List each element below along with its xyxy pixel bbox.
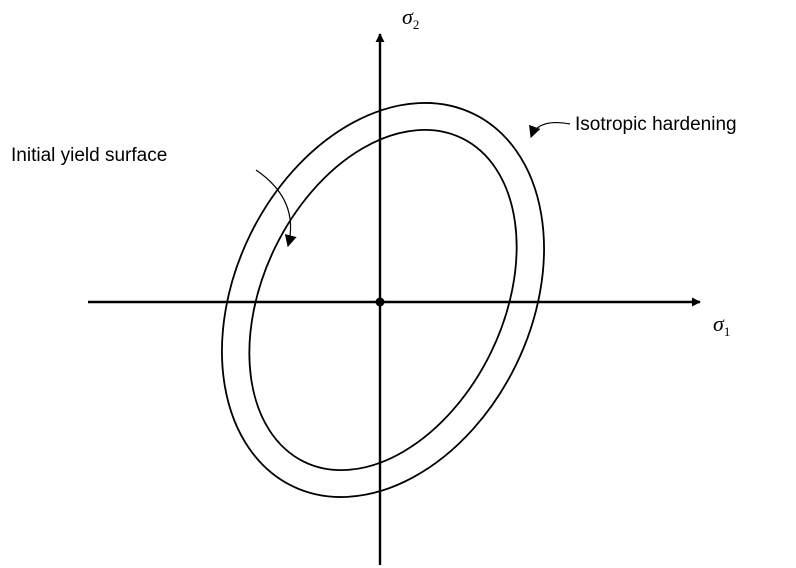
sigma1-subscript: 1 <box>724 324 731 339</box>
initial-yield-surface-ellipse <box>248 128 518 472</box>
sigma1-axis-label: σ1 <box>713 311 730 339</box>
origin-point <box>375 297 385 307</box>
isotropic-hardening-ellipse <box>221 102 545 498</box>
initial-yield-pointer-arrow <box>255 169 297 248</box>
isotropic-hardening-pointer-arrow <box>529 121 571 139</box>
sigma1-symbol: σ <box>713 311 725 336</box>
isotropic-hardening-label: Isotropic hardening <box>575 114 737 135</box>
sigma2-subscript: 2 <box>413 17 420 32</box>
sigma2-axis-label: σ2 <box>402 4 419 32</box>
sigma2-symbol: σ <box>402 4 414 29</box>
initial-yield-surface-label: Initial yield surface <box>11 145 167 166</box>
